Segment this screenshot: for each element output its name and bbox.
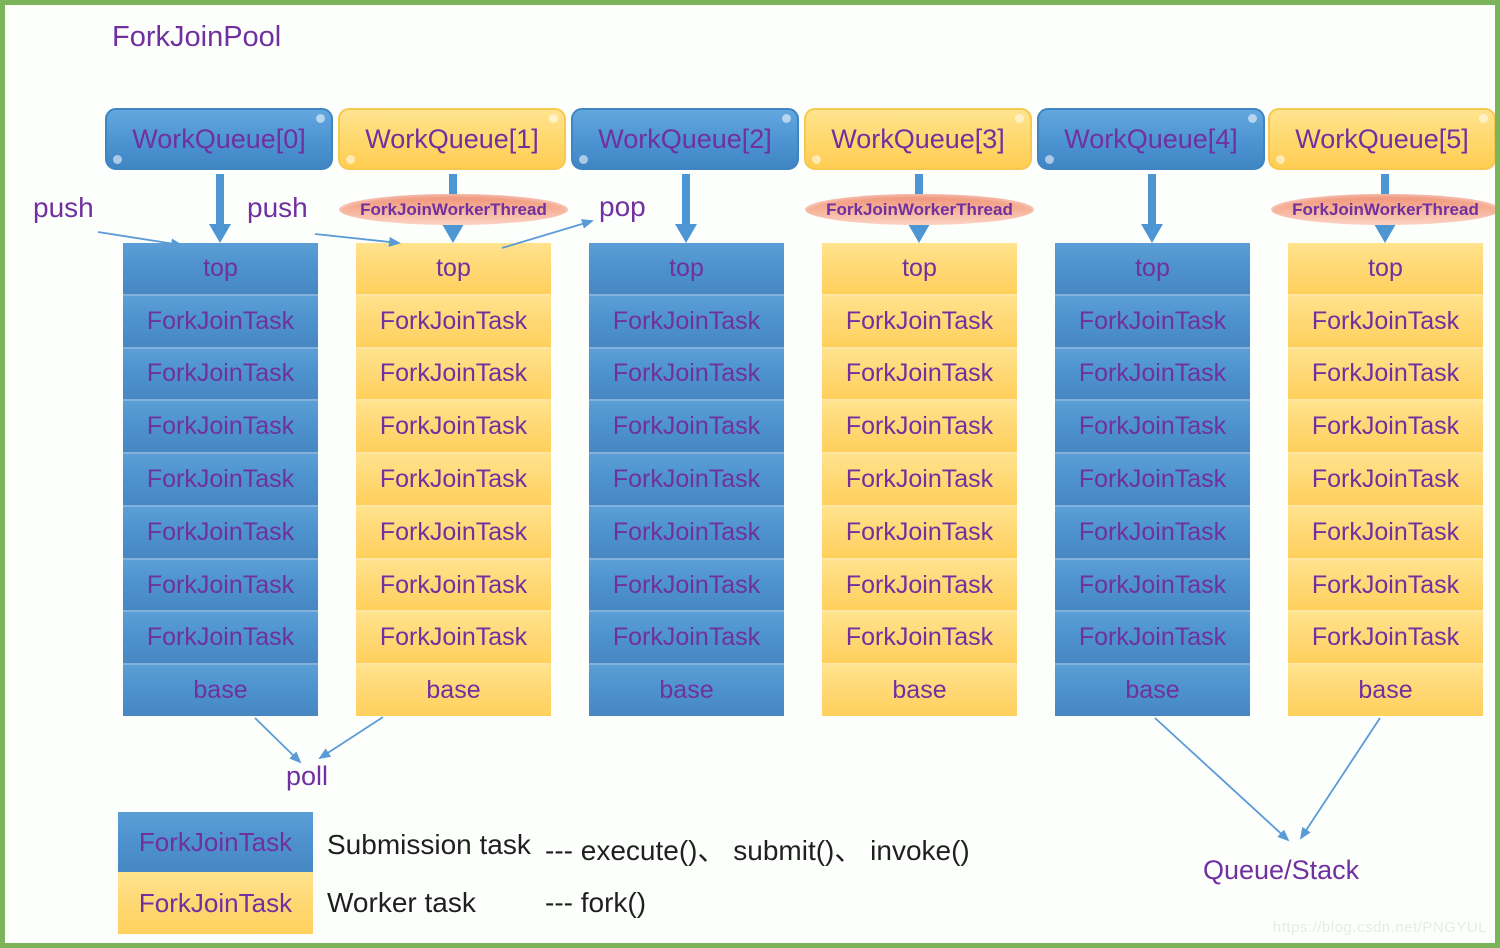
poll-label: poll: [286, 761, 329, 791]
legend-swatch-worker-task: ForkJoinTask: [118, 872, 313, 934]
cell-forkjointask: ForkJoinTask: [822, 399, 1017, 453]
cell-top: top: [822, 243, 1017, 294]
cell-forkjointask: ForkJoinTask: [356, 452, 551, 505]
cell-forkjointask: ForkJoinTask: [589, 557, 784, 611]
cell-forkjointask: ForkJoinTask: [1288, 504, 1483, 558]
cell-forkjointask: ForkJoinTask: [1055, 557, 1250, 611]
cell-top: top: [123, 243, 318, 294]
cell-forkjointask: ForkJoinTask: [356, 610, 551, 664]
cell-forkjointask: ForkJoinTask: [123, 452, 318, 505]
pop-label: pop: [599, 191, 646, 222]
workqueue-header-1: WorkQueue[1]: [338, 108, 566, 170]
push-label-right: push: [247, 192, 308, 223]
cell-forkjointask: ForkJoinTask: [589, 399, 784, 453]
queue-stack-arrow-right: [1299, 717, 1381, 840]
cell-forkjointask: ForkJoinTask: [356, 399, 551, 453]
workqueue-header-5: WorkQueue[5]: [1268, 108, 1495, 170]
cell-base: base: [1055, 663, 1250, 717]
cell-forkjointask: ForkJoinTask: [822, 293, 1017, 347]
cell-forkjointask: ForkJoinTask: [1055, 293, 1250, 347]
cell-forkjointask: ForkJoinTask: [822, 346, 1017, 400]
cell-forkjointask: ForkJoinTask: [589, 610, 784, 664]
cell-forkjointask: ForkJoinTask: [356, 346, 551, 400]
cell-forkjointask: ForkJoinTask: [1288, 610, 1483, 664]
cell-top: top: [1288, 243, 1483, 294]
cell-forkjointask: ForkJoinTask: [1288, 399, 1483, 453]
cell-forkjointask: ForkJoinTask: [1055, 504, 1250, 558]
cell-forkjointask: ForkJoinTask: [1288, 346, 1483, 400]
push-right-arrow: [314, 233, 401, 247]
poll-arrow-left: [254, 717, 302, 764]
cell-base: base: [356, 663, 551, 717]
cell-forkjointask: ForkJoinTask: [1288, 452, 1483, 505]
watermark-url: https://blog.csdn.net/PNGYUL: [1272, 919, 1487, 936]
legend-methods-submission: --- execute()、 submit()、 invoke(): [545, 835, 970, 866]
legend-name-submission: Submission task: [327, 829, 531, 860]
legend-line-worker: Worker task --- fork(): [327, 887, 646, 919]
forkjoin-worker-thread-ellipse-5: ForkJoinWorkerThread: [1271, 194, 1495, 225]
legend-name-worker: Worker task: [327, 887, 476, 918]
cell-forkjointask: ForkJoinTask: [1288, 557, 1483, 611]
cell-forkjointask: ForkJoinTask: [123, 346, 318, 400]
poll-arrow-right: [318, 716, 384, 760]
legend-swatch-submission-task: ForkJoinTask: [118, 812, 313, 872]
cell-forkjointask: ForkJoinTask: [589, 346, 784, 400]
cell-forkjointask: ForkJoinTask: [1055, 399, 1250, 453]
queue-stack-label: Queue/Stack: [1203, 855, 1360, 885]
workqueue-header-2: WorkQueue[2]: [571, 108, 799, 170]
cell-top: top: [589, 243, 784, 294]
cell-forkjointask: ForkJoinTask: [356, 504, 551, 558]
legend-methods-worker: --- fork(): [545, 887, 647, 918]
cell-base: base: [822, 663, 1017, 717]
cell-base: base: [123, 663, 318, 717]
cell-forkjointask: ForkJoinTask: [1288, 293, 1483, 347]
cell-base: base: [1288, 663, 1483, 717]
diagram-title: ForkJoinPool: [112, 21, 282, 53]
cell-forkjointask: ForkJoinTask: [822, 557, 1017, 611]
cell-forkjointask: ForkJoinTask: [123, 504, 318, 558]
forkjoin-worker-thread-ellipse-3: ForkJoinWorkerThread: [805, 194, 1034, 225]
cell-forkjointask: ForkJoinTask: [123, 293, 318, 347]
push-label-left: push: [33, 192, 94, 223]
cell-base: base: [589, 663, 784, 717]
workqueue-header-3: WorkQueue[3]: [804, 108, 1032, 170]
workqueue-header-4: WorkQueue[4]: [1037, 108, 1265, 170]
cell-forkjointask: ForkJoinTask: [589, 452, 784, 505]
header-arrowheads: [209, 224, 1396, 243]
cell-forkjointask: ForkJoinTask: [589, 293, 784, 347]
cell-forkjointask: ForkJoinTask: [1055, 346, 1250, 400]
cell-forkjointask: ForkJoinTask: [356, 293, 551, 347]
cell-forkjointask: ForkJoinTask: [822, 610, 1017, 664]
forkjoin-worker-thread-ellipse-1: ForkJoinWorkerThread: [339, 194, 568, 225]
workqueue-header-0: WorkQueue[0]: [105, 108, 333, 170]
legend-line-submission: Submission task --- execute()、 submit()、 …: [327, 829, 970, 869]
cell-forkjointask: ForkJoinTask: [123, 399, 318, 453]
cell-forkjointask: ForkJoinTask: [1055, 452, 1250, 505]
cell-top: top: [356, 243, 551, 294]
cell-top: top: [1055, 243, 1250, 294]
cell-forkjointask: ForkJoinTask: [123, 557, 318, 611]
cell-forkjointask: ForkJoinTask: [822, 452, 1017, 505]
cell-forkjointask: ForkJoinTask: [589, 504, 784, 558]
cell-forkjointask: ForkJoinTask: [1055, 610, 1250, 664]
cell-forkjointask: ForkJoinTask: [123, 610, 318, 664]
cell-forkjointask: ForkJoinTask: [356, 557, 551, 611]
cell-forkjointask: ForkJoinTask: [822, 504, 1017, 558]
queue-stack-arrow-left: [1154, 717, 1290, 842]
